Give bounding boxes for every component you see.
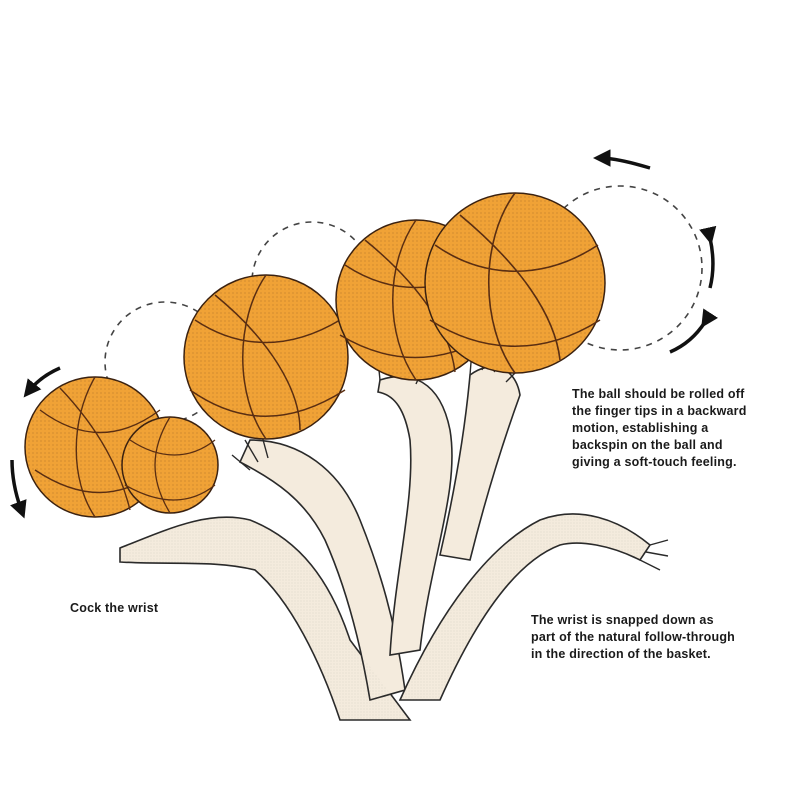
- caption-line: Cock the wrist: [70, 601, 159, 615]
- ball-group: [24, 192, 606, 518]
- caption-cock-wrist: Cock the wrist: [70, 600, 158, 617]
- caption-line: giving a soft-touch feeling.: [572, 455, 737, 469]
- caption-line: backspin on the ball and: [572, 438, 723, 452]
- caption-line: in the direction of the basket.: [531, 647, 711, 661]
- basketball: [424, 192, 606, 374]
- arm-release: [377, 375, 453, 656]
- basketball: [121, 416, 219, 514]
- caption-wrist-snap: The wrist is snapped down as part of the…: [531, 612, 735, 663]
- caption-line: The ball should be rolled off: [572, 387, 745, 401]
- caption-line: The wrist is snapped down as: [531, 613, 714, 627]
- arm-shading: [120, 514, 650, 720]
- caption-line: part of the natural follow-through: [531, 630, 735, 644]
- basketball: [183, 274, 349, 440]
- arm-fingers-up: [439, 366, 521, 561]
- caption-line: motion, establishing a: [572, 421, 709, 435]
- rotation-arrow-icon: [10, 149, 719, 519]
- caption-line: the finger tips in a backward: [572, 404, 747, 418]
- caption-backspin: The ball should be rolled off the finger…: [572, 386, 747, 471]
